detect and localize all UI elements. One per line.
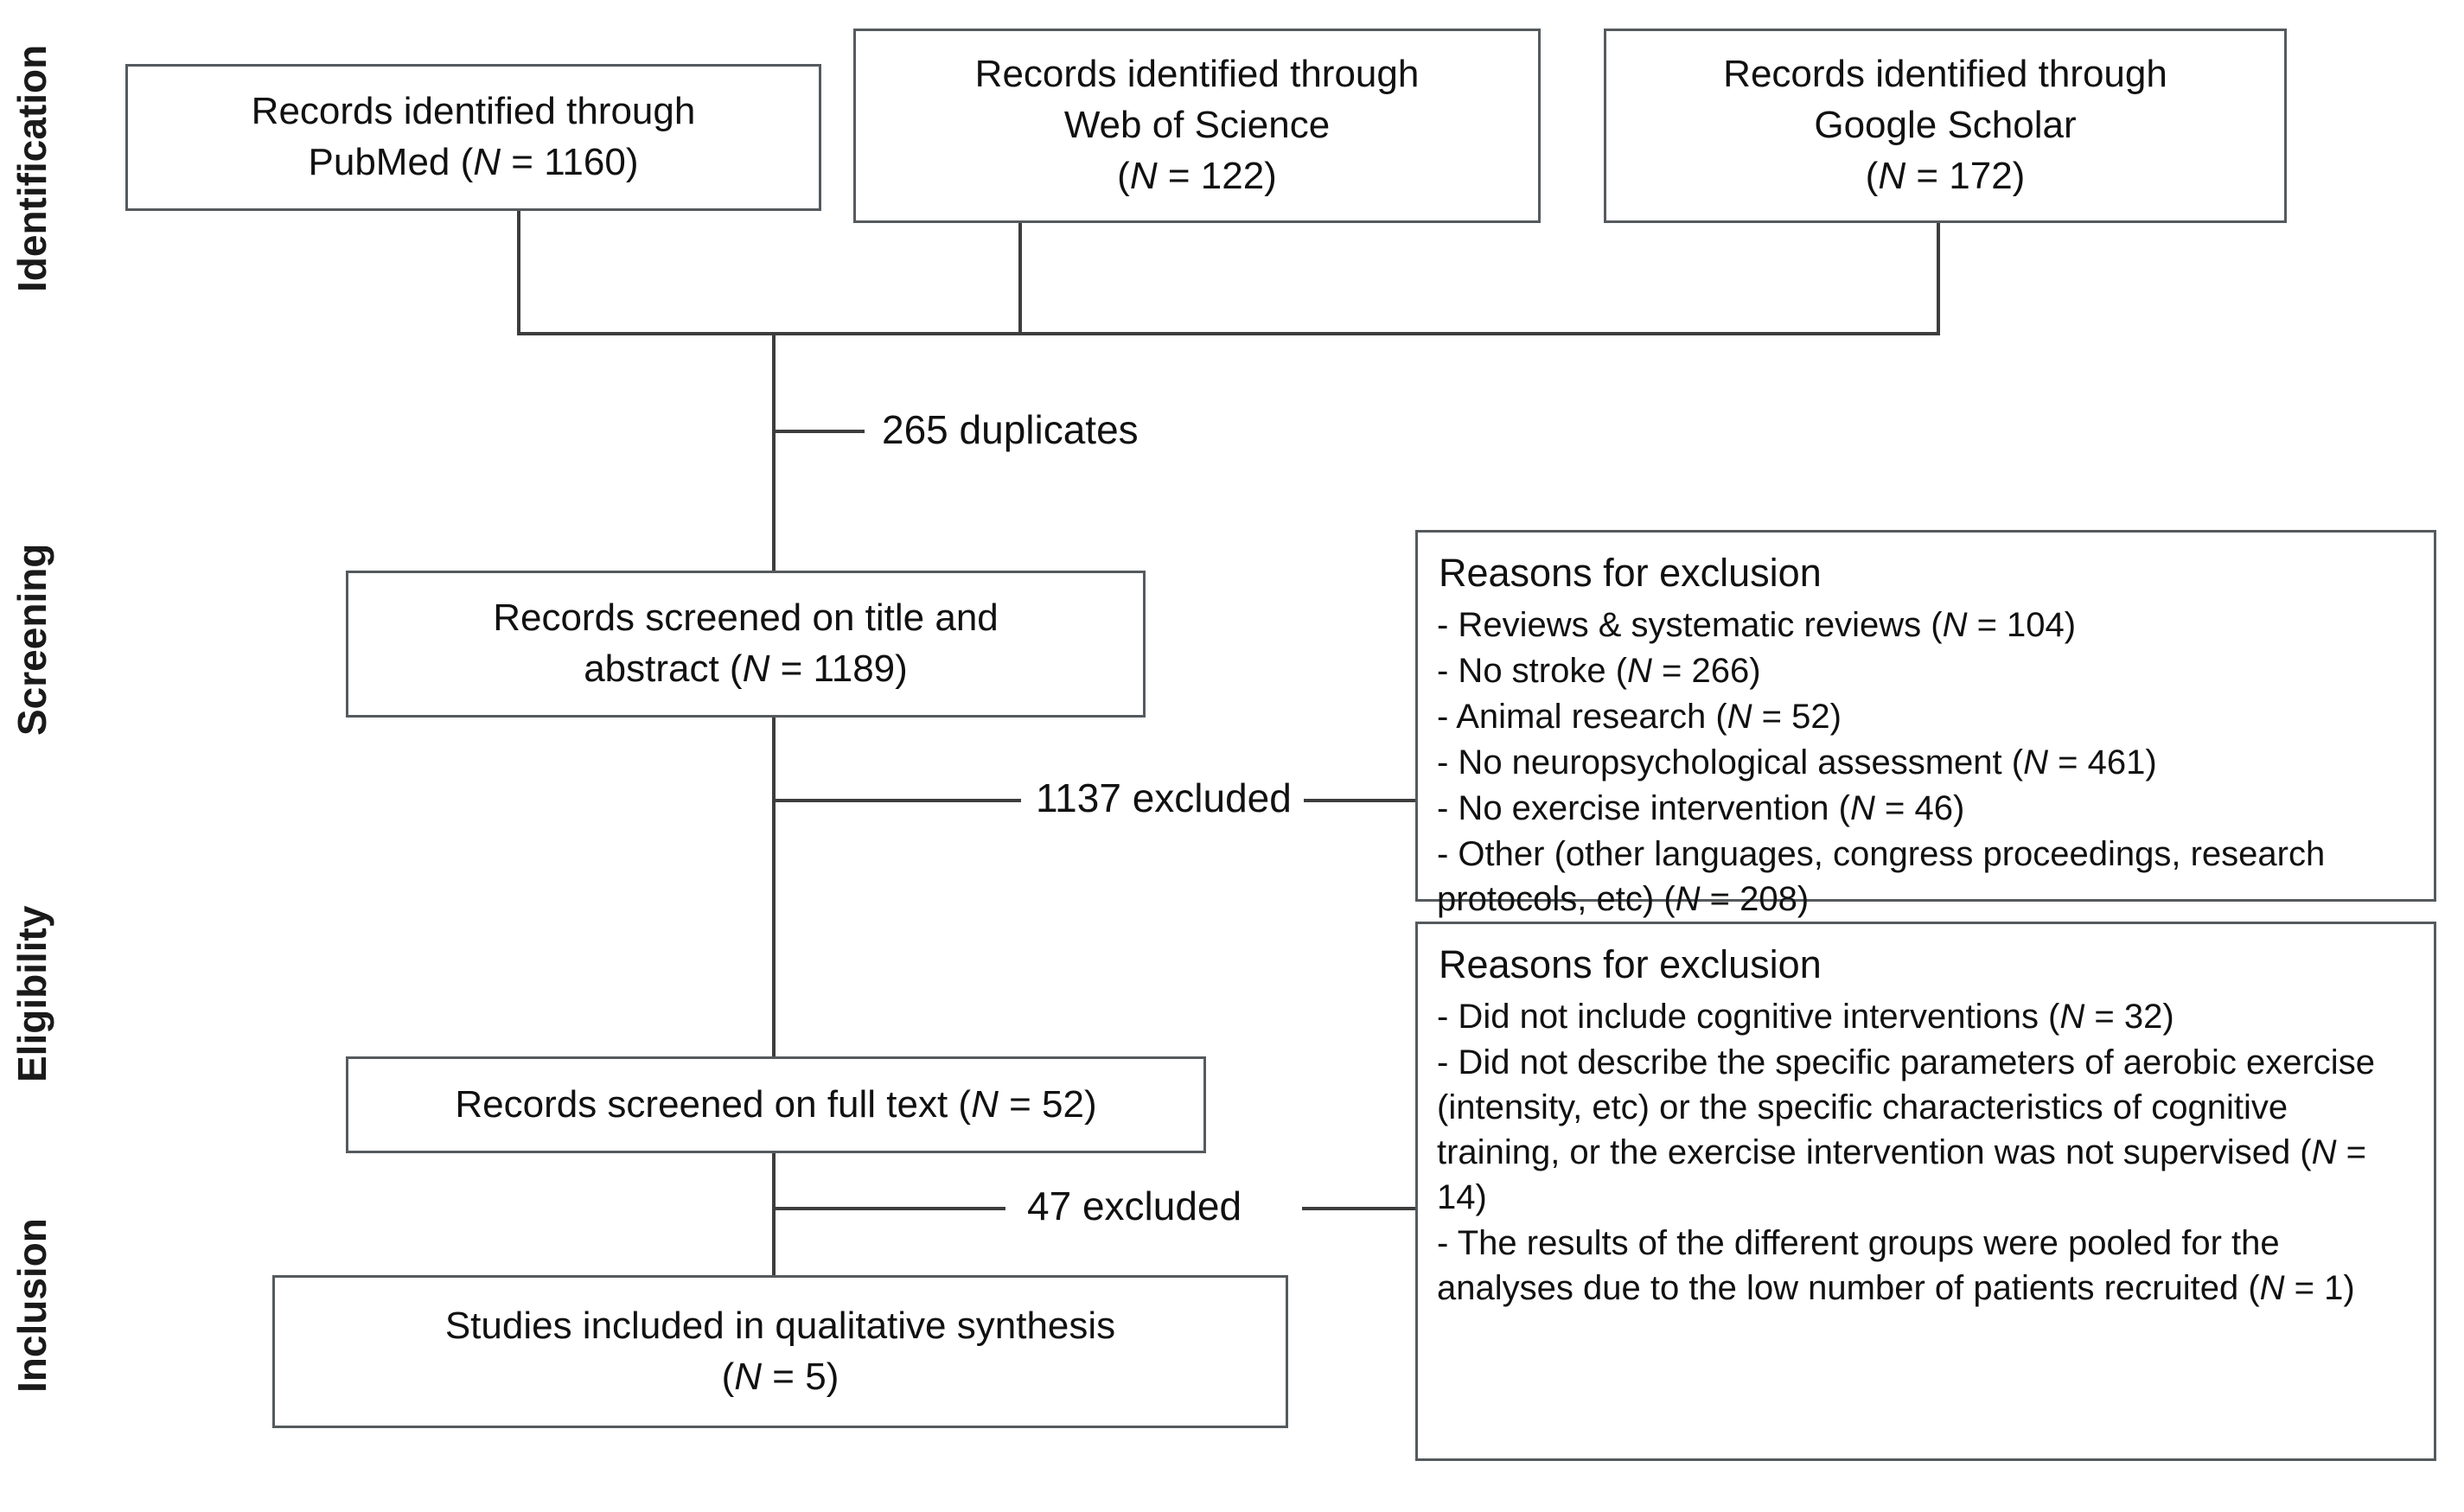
reasons-screening-item: - Reviews & systematic reviews (N = 104) (1437, 605, 2077, 644)
source-box-pubmed: Records identified through PubMed (N = 1… (125, 64, 821, 211)
source-scholar-line2: Google Scholar (1814, 104, 2077, 147)
connector-riser-pubmed (517, 211, 520, 334)
edge-label-excluded-eligibility: 47 excluded (1027, 1183, 1242, 1228)
box-records-screened-full-text: Records screened on full text (N = 52) (346, 1056, 1206, 1153)
reasons-eligibility-list: - Did not include cognitive intervention… (1437, 994, 2416, 1311)
connector-riser-google-scholar (1937, 223, 1940, 334)
source-pubmed-line1: Records identified through (251, 90, 696, 133)
included-line1: Studies included in qualitative synthesi… (444, 1304, 1116, 1347)
screened-ta-line2: abstract (N = 1189) (584, 648, 908, 690)
screened-ta-line1: Records screened on title and (493, 597, 999, 640)
connector-excluded-eligibility-right-stub (1302, 1207, 1417, 1210)
connector-screening-to-fulltext (772, 718, 776, 1056)
edge-label-excluded-screening: 1137 excluded (1036, 775, 1292, 820)
phase-label-eligibility: Eligibility (10, 905, 54, 1083)
connector-duplicates-stub (772, 430, 865, 433)
source-scholar-line3: (N = 172) (1865, 154, 2026, 197)
source-wos-line1: Records identified through (974, 53, 1420, 96)
connector-manifold-horizontal (517, 332, 1940, 335)
reasons-eligibility-item: - Did not describe the specific paramete… (1437, 1043, 2375, 1216)
reasons-screening-title: Reasons for exclusion (1439, 551, 1822, 595)
reasons-eligibility-item: - The results of the different groups we… (1437, 1223, 2355, 1307)
source-scholar-line1: Records identified through (1723, 53, 2167, 96)
edge-label-duplicates: 265 duplicates (882, 407, 1139, 452)
screened-ft-line1: Records screened on full text (N = 52) (455, 1082, 1097, 1126)
box-reasons-for-exclusion-screening: Reasons for exclusion - Reviews & system… (1415, 530, 2436, 918)
source-box-google-scholar: Records identified through Google Schola… (1604, 29, 2287, 223)
reasons-screening-item: - No neuropsychological assessment (N = … (1437, 743, 2157, 782)
reasons-screening-item: - No exercise intervention (N = 46) (1437, 788, 1965, 827)
source-wos-line3: (N = 122) (1117, 154, 1277, 197)
reasons-screening-list: - Reviews & systematic reviews (N = 104)… (1437, 603, 2416, 922)
reasons-screening-item: - No stroke (N = 266) (1437, 651, 1761, 690)
box-studies-included: Studies included in qualitative synthesi… (272, 1275, 1288, 1428)
reasons-screening-item: - Other (other languages, congress proce… (1437, 834, 2326, 918)
box-reasons-for-exclusion-eligibility: Reasons for exclusion - Did not include … (1415, 922, 2436, 1461)
source-pubmed-line2: PubMed (N = 1160) (308, 141, 639, 183)
phase-label-identification: Identification (10, 44, 54, 293)
source-wos-line2: Web of Science (1063, 104, 1331, 147)
connector-trunk-to-screening (772, 332, 776, 572)
connector-fulltext-to-included (772, 1153, 776, 1275)
connector-excluded-screening-right-stub (1304, 799, 1417, 802)
included-line2: (N = 5) (721, 1355, 839, 1398)
connector-excluded-screening-left-stub (772, 799, 1021, 802)
phase-label-inclusion: Inclusion (10, 1218, 54, 1393)
reasons-eligibility-title: Reasons for exclusion (1439, 942, 1822, 986)
phase-label-screening: Screening (10, 543, 54, 737)
box-records-screened-title-abstract: Records screened on title and abstract (… (346, 571, 1146, 718)
connector-riser-web-of-science (1018, 223, 1022, 334)
source-box-web-of-science: Records identified through Web of Scienc… (853, 29, 1541, 223)
reasons-screening-item: - Animal research (N = 52) (1437, 697, 1842, 736)
reasons-eligibility-item: - Did not include cognitive intervention… (1437, 997, 2174, 1036)
connector-excluded-eligibility-left-stub (772, 1207, 1005, 1210)
